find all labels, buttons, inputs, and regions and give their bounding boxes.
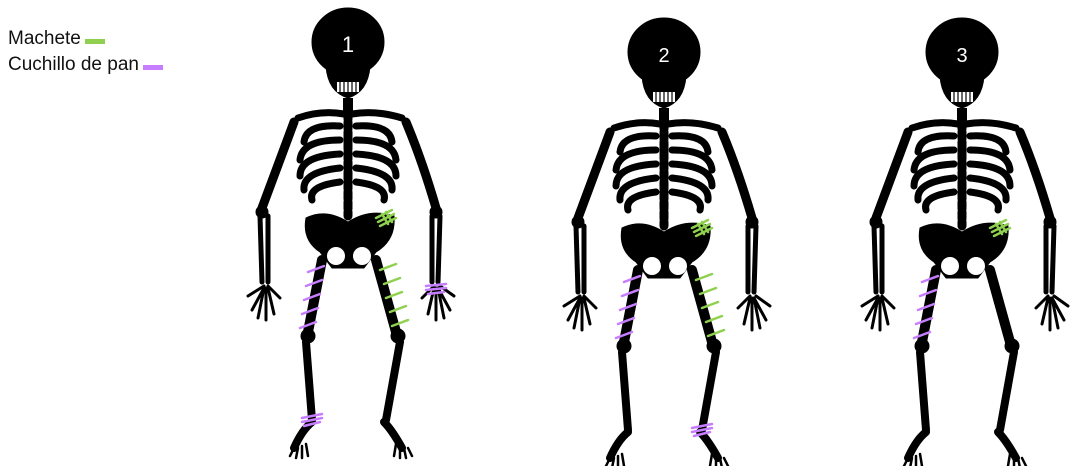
legend-swatch-machete [85,39,105,44]
legend-item-machete: Machete [8,26,163,52]
skeleton-number: 1 [342,32,354,57]
skeleton-2: 2 [552,0,792,471]
legend-item-bread-knife: Cuchillo de pan [8,52,163,78]
legend-label-bread-knife: Cuchillo de pan [8,52,139,78]
legend-swatch-bread-knife [143,65,163,70]
wound-left-ankle [692,424,712,436]
skeleton-1: 1 [236,0,476,471]
legend: Machete Cuchillo de pan [8,26,163,78]
skeleton-3: 3 [850,0,1071,471]
legend-label-machete: Machete [8,26,81,52]
skeleton-number: 3 [956,45,967,67]
skeleton-number: 2 [658,45,669,67]
